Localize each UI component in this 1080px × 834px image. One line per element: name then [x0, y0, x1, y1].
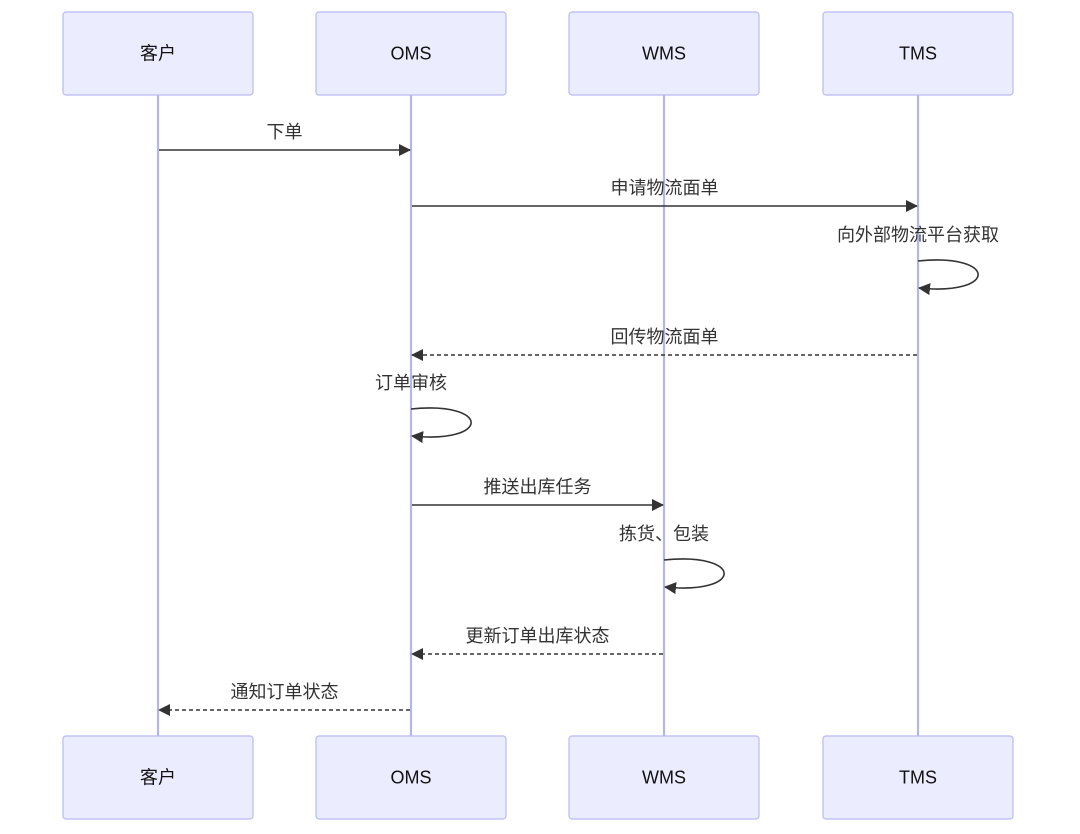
actor-customer-top: 客户: [62, 11, 254, 96]
actor-box: [822, 11, 1014, 96]
actor-label: WMS: [642, 768, 686, 788]
message-7: 拣货、包装: [619, 524, 725, 595]
actor-tms-bottom: TMS: [822, 735, 1014, 820]
actor-label: OMS: [390, 44, 431, 64]
message-label: 推送出库任务: [484, 477, 592, 497]
message-1: 下单: [159, 122, 411, 156]
actor-oms-bottom: OMS: [315, 735, 507, 820]
actor-box: [62, 11, 254, 96]
message-label: 拣货、包装: [619, 524, 709, 544]
actor-customer-bottom: 客户: [62, 735, 254, 820]
actor-box: [62, 735, 254, 820]
message-label: 申请物流面单: [611, 178, 719, 198]
actor-tms-top: TMS: [822, 11, 1014, 96]
message-3: 向外部物流平台获取: [837, 225, 999, 296]
actor-label: 客户: [140, 44, 176, 64]
actors-bottom: 客户 OMS WMS TMS: [62, 735, 1014, 820]
self-message-arrow: [663, 558, 725, 595]
message-4: 回传物流面单: [411, 327, 917, 361]
message-label: 通知订单状态: [231, 682, 339, 702]
message-5: 订单审核: [375, 373, 472, 444]
actor-box: [568, 11, 760, 96]
actor-label: TMS: [899, 768, 937, 788]
actor-wms-top: WMS: [568, 11, 760, 96]
actors-top: 客户 OMS WMS TMS: [62, 11, 1014, 96]
actor-box: [315, 735, 507, 820]
actor-box: [568, 735, 760, 820]
lifelines: [156, 95, 920, 736]
actor-box: [822, 735, 1014, 820]
message-label: 向外部物流平台获取: [837, 225, 999, 245]
message-9: 通知订单状态: [158, 682, 410, 716]
message-label: 回传物流面单: [611, 327, 719, 347]
actor-box: [315, 11, 507, 96]
actor-label: TMS: [899, 44, 937, 64]
self-message-arrow: [410, 407, 472, 444]
message-label: 下单: [267, 122, 303, 142]
actor-wms-bottom: WMS: [568, 735, 760, 820]
message-6: 推送出库任务: [412, 477, 664, 511]
actor-label: WMS: [642, 44, 686, 64]
message-label: 更新订单出库状态: [466, 626, 610, 646]
self-message-arrow: [917, 259, 979, 296]
message-8: 更新订单出库状态: [411, 626, 663, 660]
actor-label: 客户: [140, 768, 176, 788]
message-2: 申请物流面单: [412, 178, 918, 212]
messages: 下单申请物流面单向外部物流平台获取回传物流面单订单审核推送出库任务拣货、包装更新…: [158, 122, 999, 716]
actor-label: OMS: [390, 768, 431, 788]
actor-oms-top: OMS: [315, 11, 507, 96]
message-label: 订单审核: [375, 373, 447, 393]
